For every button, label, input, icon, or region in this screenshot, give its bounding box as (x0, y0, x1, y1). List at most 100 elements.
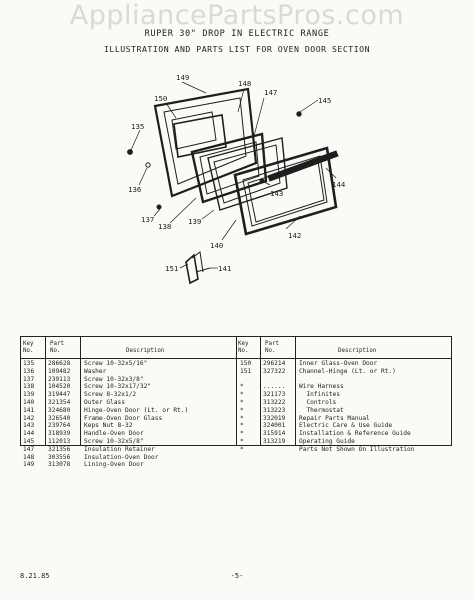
table-cell-part: 321173 (263, 391, 286, 399)
table-cell-desc: Inner Glass-Oven Door (299, 360, 378, 367)
table-cell-part: 313219 (263, 437, 286, 445)
table-cell-desc (299, 376, 414, 384)
table-cell-desc: Infinites (299, 391, 340, 399)
table-cell-desc: Outer Glass (84, 398, 125, 406)
callout-145: 145 (318, 96, 331, 105)
table-cell-desc: Wire Harness (299, 383, 344, 391)
table-cell-part: 324001 (263, 422, 286, 430)
table-cell-desc: Channel-Hinge (Lt. or Rt.) (299, 367, 396, 375)
washer-icon (145, 162, 151, 168)
table-cell-part: ...... (263, 383, 286, 391)
table-cell-key: * (240, 445, 244, 453)
table-cell-desc: Lining-Oven Door (84, 461, 144, 469)
page-subtitle: ILLUSTRATION AND PARTS LIST FOR OVEN DOO… (103, 44, 371, 54)
table-header-right: Key No. Part No. Description (236, 337, 451, 359)
table-cell-key: 148 (23, 453, 35, 461)
table-cell-desc: Screw 10-32x3/8" (84, 375, 144, 383)
table-cell-desc: Electric Care & Use Guide (299, 422, 393, 430)
table-cell-desc: Washer (84, 367, 107, 375)
table-cell-desc: Screw 10-32x17/32" (84, 383, 152, 391)
table-cell-desc: Insulation-Oven Door (84, 453, 159, 461)
callout-135: 135 (131, 122, 144, 131)
table-cell-desc: Keps Nut 8-32 (84, 422, 133, 430)
callout-137: 137 (141, 215, 154, 224)
footer-date: 8.21.85 (20, 572, 50, 580)
col-key-header: Key No. (23, 341, 34, 354)
table-cell-part: 286628 (48, 360, 71, 367)
insulation (190, 132, 268, 204)
callout-149: 149 (176, 73, 189, 82)
callout-150: 150 (154, 94, 167, 103)
page-number: -5- (230, 572, 244, 580)
callout-144: 144 (332, 180, 346, 189)
table-cell-key: * (240, 414, 244, 422)
table-cell-part: 319447 (48, 391, 71, 399)
table-cell-part: 318939 (48, 430, 71, 438)
table-cell-part: 313078 (48, 461, 71, 469)
table-cell-part (263, 446, 285, 454)
table-cell-key: * (240, 383, 244, 391)
col-desc-header: Description (126, 348, 165, 354)
callout-151: 151 (165, 264, 178, 273)
oven-door-handle (267, 150, 339, 182)
screw-icon (296, 111, 302, 117)
table-cell-key: 151 (240, 367, 252, 375)
table-cell-desc: Thermostat (299, 406, 344, 414)
callout-148: 148 (238, 79, 251, 88)
table-cell-key: * (240, 430, 244, 438)
callout-147: 147 (264, 88, 277, 97)
table-header-left: Key No. Part No. Description (21, 337, 236, 359)
hinge-assembly (185, 251, 211, 285)
table-cell-key: * (240, 398, 244, 406)
table-cell-part: 313223 (263, 406, 286, 414)
table-cell-key: 142 (23, 414, 35, 422)
table-cell-desc: Controls (299, 398, 337, 406)
leader-lines (130, 81, 337, 269)
callout-138: 138 (158, 222, 171, 231)
table-cell-part (263, 376, 285, 384)
table-cell-key: * (240, 406, 244, 414)
callout-142: 142 (288, 231, 301, 240)
table-cell-key: 144 (23, 430, 35, 438)
screw-icon (156, 204, 162, 210)
col-part-header: Part No. (265, 341, 279, 354)
table-cell-part: 313222 (263, 398, 286, 406)
table-cell-key: 138 (23, 383, 35, 391)
table-cell-key: 141 (23, 406, 35, 414)
page-title: RUPER 30" DROP IN ELECTRIC RANGE (144, 29, 330, 39)
table-cell-part: 321356 (48, 445, 71, 453)
table-cell-desc: Screw 10-32x5/16" (84, 360, 148, 367)
table-cell-desc: Hinge-Oven Door (Lt. or Rt.) (84, 406, 189, 414)
table-cell-desc: Installation & Reference Guide (299, 430, 411, 438)
table-cell-key: * (240, 391, 244, 399)
table-cell-desc: Parts Not Shown On Illustration (299, 445, 415, 453)
table-cell-key: 135 (23, 360, 35, 367)
callout-136: 136 (128, 185, 141, 194)
table-cell-part: 326540 (48, 414, 71, 422)
parts-list-table: Key No. Part No. Description Key No. Par… (20, 336, 452, 468)
table-cell-key: 149 (23, 461, 35, 469)
table-cell-key: * (240, 437, 244, 445)
table-cell-part: 332019 (263, 414, 286, 422)
callout-141: 141 (218, 264, 231, 273)
table-cell-part: 104520 (48, 383, 71, 391)
screw-icon (127, 149, 133, 155)
table-cell-desc: Frame-Oven Door Glass (84, 414, 163, 422)
col-key-header: Key No. (238, 341, 249, 354)
table-cell-key: 147 (23, 445, 35, 453)
table-cell-key: 137 (23, 375, 35, 383)
oven-door-frame (233, 146, 338, 236)
table-cell-key: 145 (23, 437, 35, 445)
table-cell-part: 109482 (48, 367, 71, 375)
table-cell-part: 239113 (48, 375, 71, 383)
insulation-retainer (207, 137, 288, 211)
watermark-text: AppliancePartsPros.com (69, 0, 405, 31)
table-cell-part: 315914 (263, 430, 286, 438)
col-desc-header: Description (338, 348, 377, 354)
table-cell-desc: Screw 10-32x5/8" (84, 437, 144, 445)
